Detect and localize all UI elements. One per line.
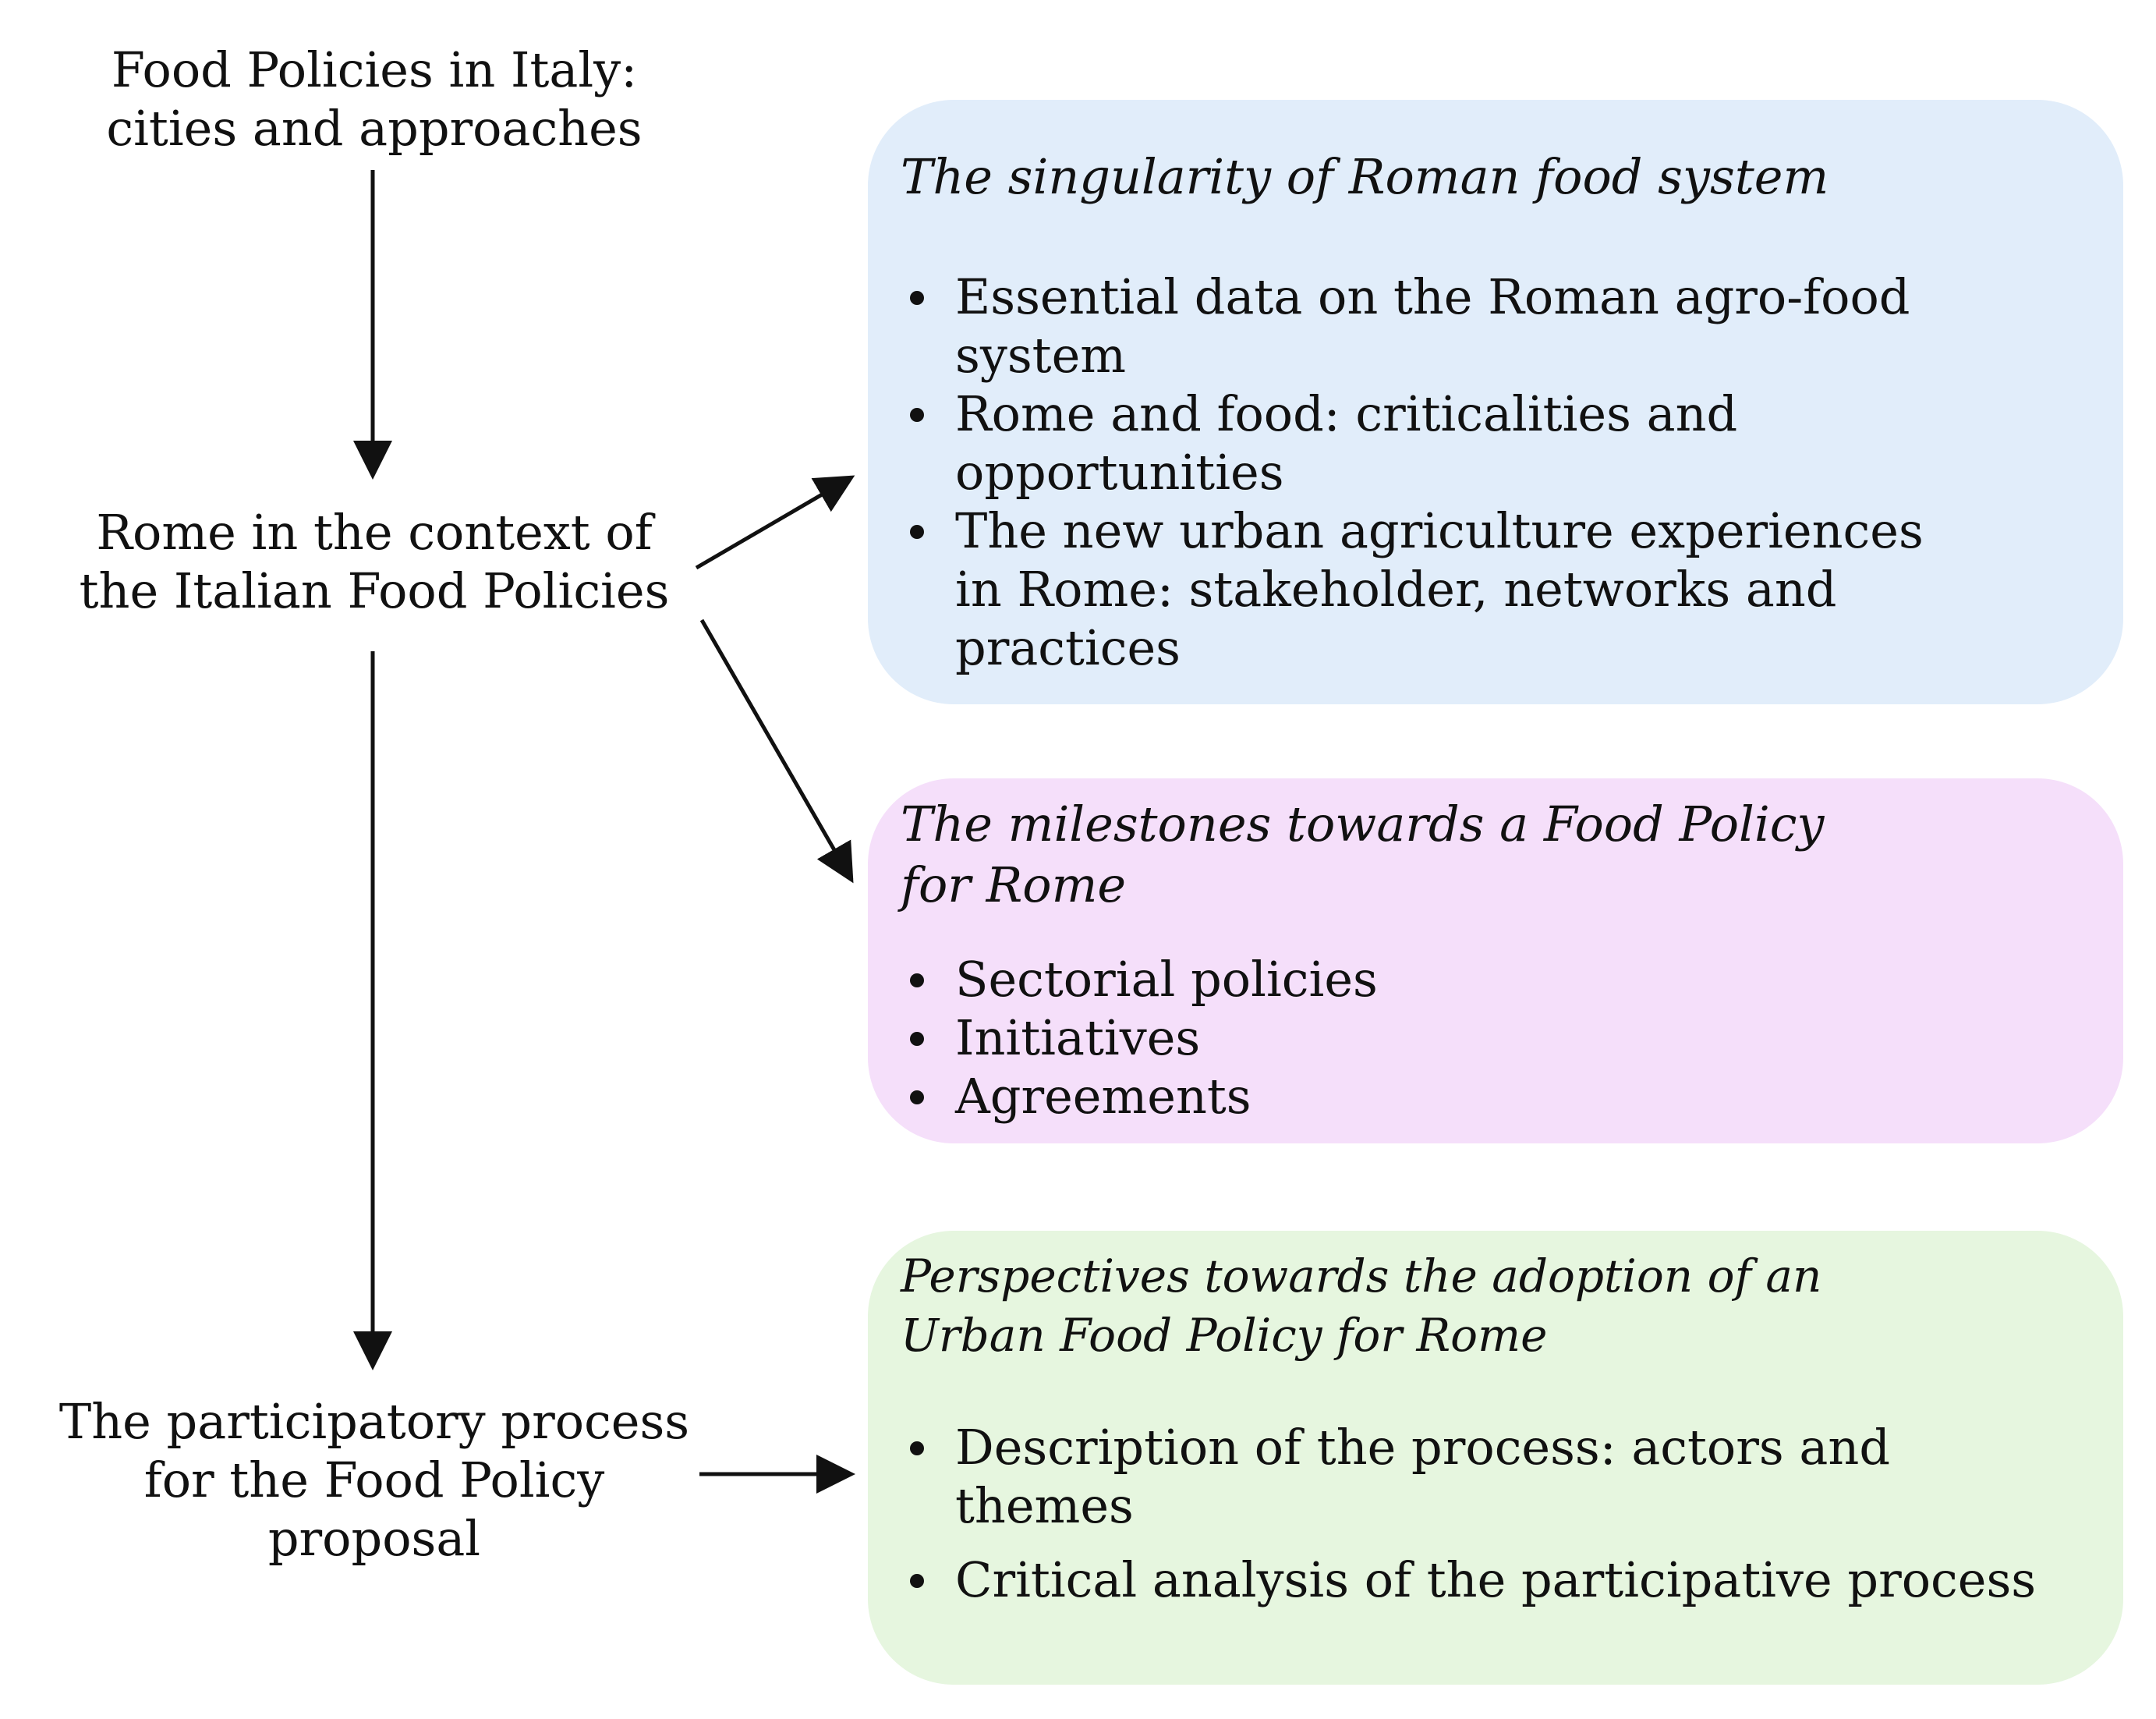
box-milestones: The milestones towards a Food Policy for… [868, 778, 2123, 1143]
list-item: Rome and food: criticalities and opportu… [901, 385, 1924, 502]
list-item-line: Critical analysis of the participative p… [955, 1551, 2037, 1608]
list-item-line: system [955, 327, 1127, 384]
box-title: Perspectives towards the adoption of an … [901, 1246, 1821, 1365]
box-title-line: The singularity of Roman food system [901, 148, 1829, 205]
list-item-line: The new urban agriculture experiences [955, 502, 1924, 559]
list-item: Agreements [901, 1067, 1378, 1125]
list-item-line: practices [955, 619, 1181, 676]
list-item: Critical analysis of the participative p… [901, 1551, 2036, 1609]
list-item-line: Description of the process: actors and [955, 1419, 1891, 1476]
arrow-rome-context-to-milestones [699, 618, 854, 884]
node-line: Rome in the context of [96, 504, 653, 561]
list-item: Sectorial policies [901, 950, 1378, 1008]
box-title-line: Perspectives towards the adoption of an [901, 1249, 1822, 1303]
list-item: Essential data on the Roman agro-food sy… [901, 268, 1924, 385]
list-item-line: Agreements [955, 1068, 1251, 1125]
bullet-list: Sectorial policies Initiatives Agreement… [901, 950, 1378, 1125]
node-line: Food Policies in Italy: [111, 41, 638, 98]
box-title-line: The milestones towards a Food Policy [901, 796, 1825, 852]
list-item-line: Essential data on the Roman agro-food [955, 268, 1910, 325]
box-singularity: The singularity of Roman food system Ess… [868, 100, 2123, 704]
node-food-policies-italy: Food Policies in Italy: cities and appro… [31, 41, 717, 158]
node-line: proposal [267, 1510, 481, 1567]
box-perspectives: Perspectives towards the adoption of an … [868, 1231, 2123, 1685]
list-item-line: opportunities [955, 444, 1284, 501]
box-title: The milestones towards a Food Policy for… [901, 794, 1824, 916]
list-item-line: themes [955, 1477, 1134, 1534]
list-item-line: Rome and food: criticalities and [955, 385, 1738, 442]
list-item: Description of the process: actors and t… [901, 1418, 2036, 1535]
bullet-list: Essential data on the Roman agro-food sy… [901, 268, 1924, 677]
box-title-line: Urban Food Policy for Rome [901, 1309, 1548, 1362]
list-item-line: in Rome: stakeholder, networks and [955, 561, 1837, 618]
arrow-rome-context-to-singularity [695, 475, 855, 570]
box-title: The singularity of Roman food system [901, 147, 1829, 207]
list-item: The new urban agriculture experiences in… [901, 502, 1924, 677]
bullet-list: Description of the process: actors and t… [901, 1418, 2036, 1609]
list-item: Initiatives [901, 1008, 1378, 1067]
node-line: The participatory process [58, 1393, 690, 1450]
list-item-line: Sectorial policies [955, 951, 1378, 1008]
node-line: cities and approaches [106, 100, 643, 157]
box-title-line: for Rome [901, 856, 1127, 913]
list-item-line: Initiatives [955, 1009, 1201, 1066]
node-rome-context: Rome in the context of the Italian Food … [31, 503, 717, 620]
node-line: for the Food Policy [143, 1451, 605, 1508]
node-participatory-process: The participatory process for the Food P… [16, 1392, 733, 1568]
node-line: the Italian Food Policies [79, 562, 670, 619]
